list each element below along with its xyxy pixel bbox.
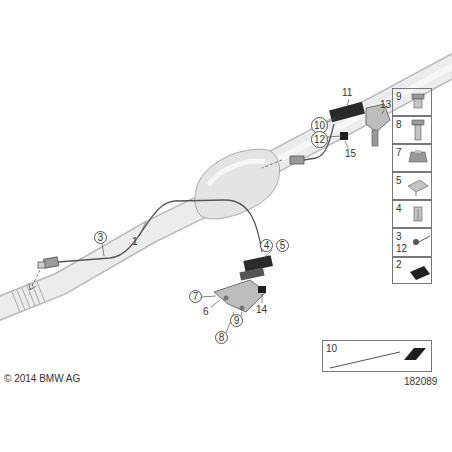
part-box: 2	[392, 256, 432, 284]
part-number: 7	[396, 147, 402, 158]
callout-number: 7	[189, 290, 202, 303]
part-number: 5	[396, 175, 402, 186]
part-icons	[330, 94, 430, 368]
part-box: 4	[392, 200, 432, 228]
part-box: 10	[322, 340, 432, 372]
callout-number: 3	[94, 231, 107, 244]
copyright-note: © 2014 BMW AG	[4, 373, 80, 384]
callout-number: 1	[132, 236, 138, 247]
part-box: 8	[392, 116, 432, 144]
catalytic-converter	[195, 149, 280, 219]
callout-number: 6	[203, 306, 209, 317]
part-number: 9	[396, 91, 402, 102]
drawing-number: 182089	[404, 376, 437, 387]
callout-number: 15	[345, 148, 356, 159]
part-number: 2	[396, 259, 402, 270]
oxygen-sensor	[29, 257, 59, 290]
callout-number: 14	[256, 304, 267, 315]
lower-bracket	[214, 255, 273, 312]
part-box: 5	[392, 172, 432, 200]
leader-lines	[102, 99, 384, 333]
sensor-wire	[58, 200, 262, 262]
part-number: 8	[396, 119, 402, 130]
callout-number: 11	[342, 87, 352, 98]
part-number: 10	[326, 343, 337, 354]
part-number: 12	[396, 243, 407, 254]
part-box: 7	[392, 144, 432, 172]
callout-number: 13	[380, 99, 391, 110]
part-number: 3	[396, 231, 402, 242]
callout-number: 4	[260, 239, 273, 252]
exhaust-pipe	[0, 62, 452, 312]
callout-number: 9	[230, 314, 243, 327]
part-box: 9	[392, 88, 432, 116]
part-number: 4	[396, 203, 402, 214]
part-box: 312	[392, 228, 432, 258]
callout-number: 5	[276, 239, 289, 252]
callout-number: 8	[215, 331, 228, 344]
